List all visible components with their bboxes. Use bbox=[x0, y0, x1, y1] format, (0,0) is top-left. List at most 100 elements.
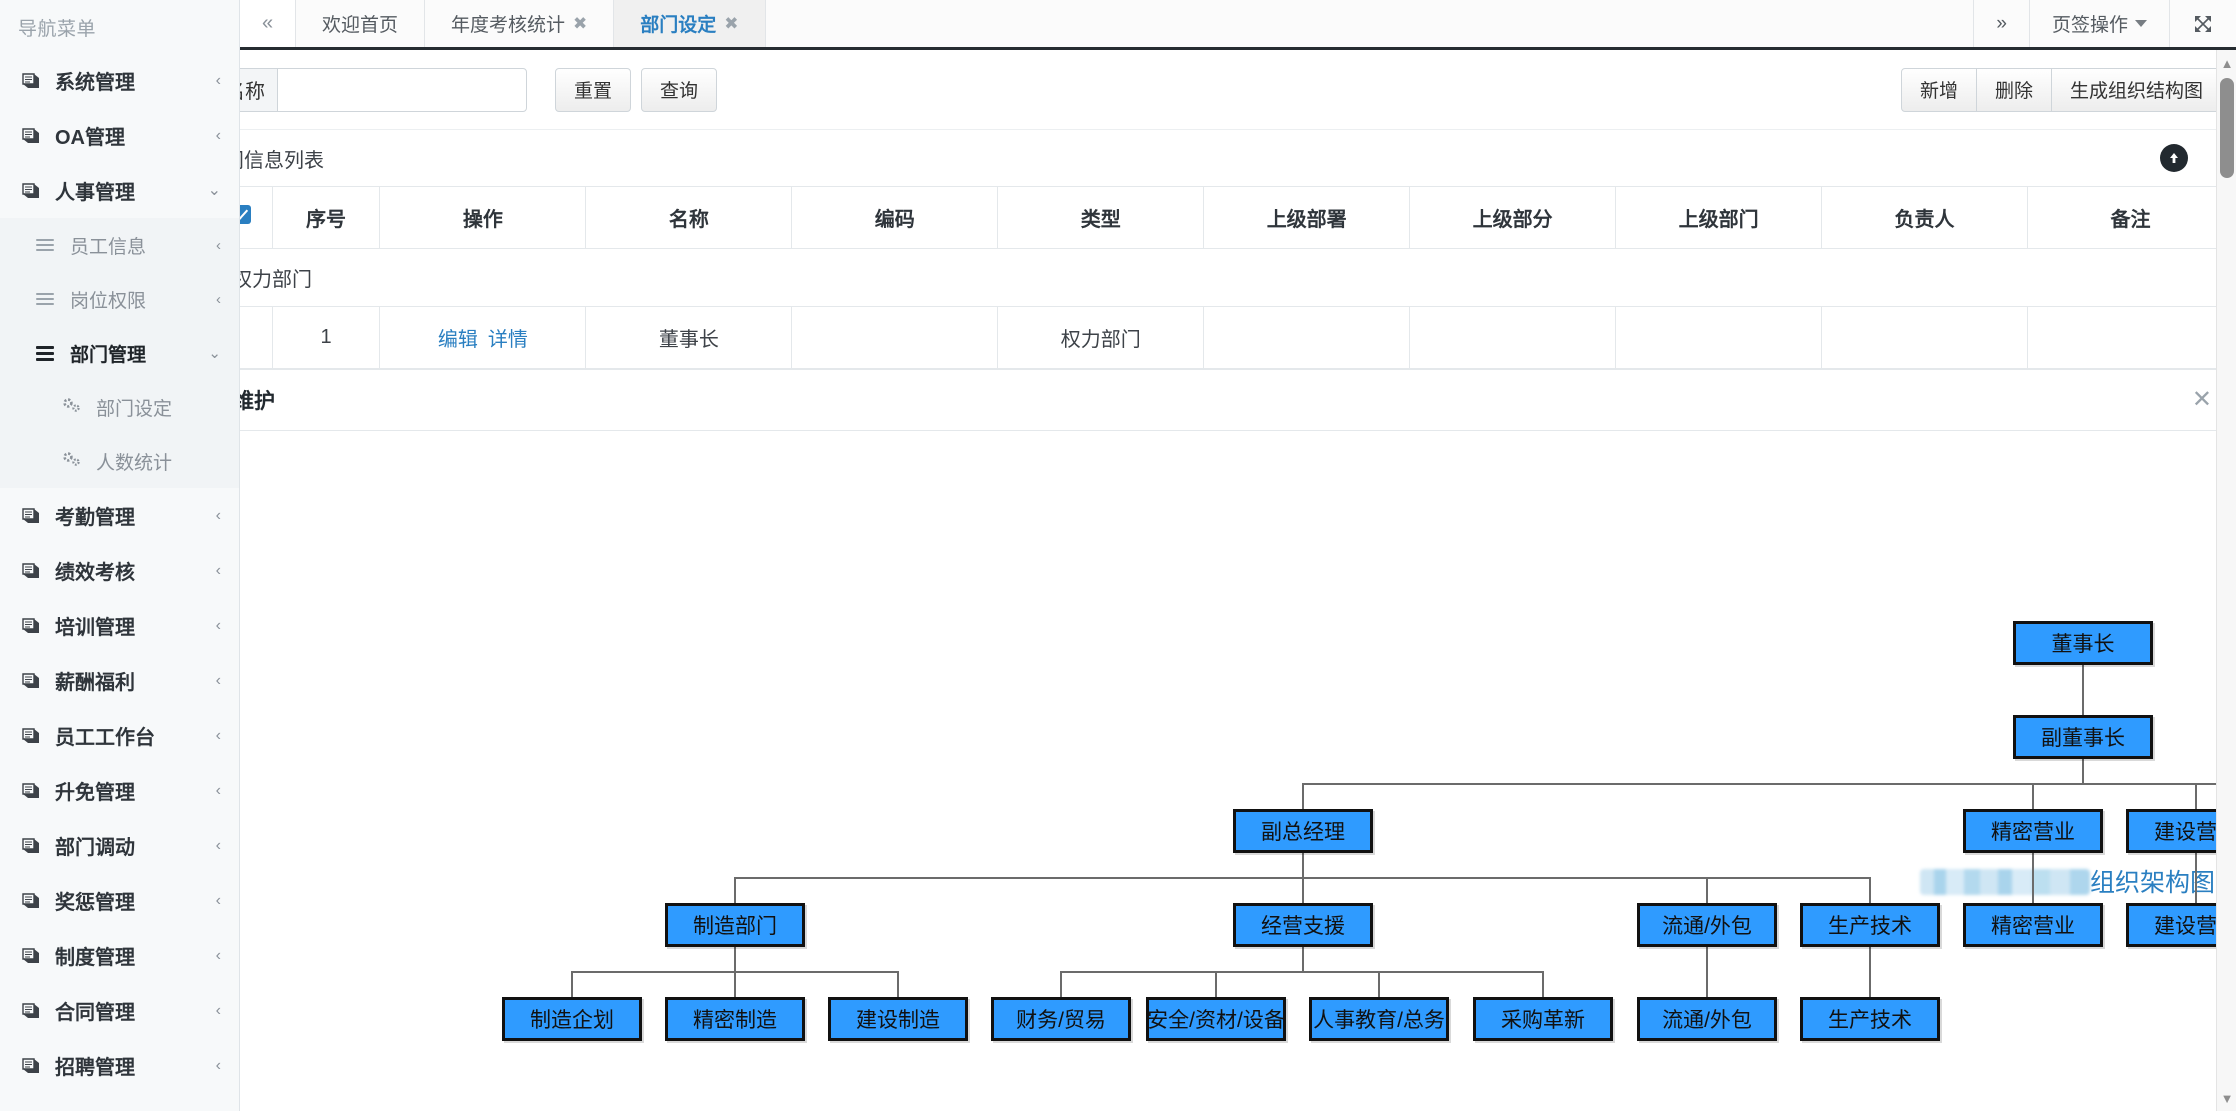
org-node[interactable]: 财务/贸易 bbox=[991, 997, 1131, 1041]
sidebar-item-attendance[interactable]: 考勤管理 ‹ bbox=[0, 488, 239, 543]
chevron-double-right-icon[interactable]: » bbox=[1973, 0, 2029, 47]
sidebar-item-label: 绩效考核 bbox=[55, 562, 135, 584]
tab-list: 欢迎首页 年度考核统计 ✖ 部门设定 ✖ bbox=[296, 0, 1973, 47]
list-icon bbox=[36, 236, 56, 254]
org-node[interactable]: 流通/外包 bbox=[1637, 903, 1777, 947]
org-node[interactable]: 制造部门 bbox=[665, 903, 805, 947]
sidebar-item-employee-workbench[interactable]: 员工工作台 ‹ bbox=[0, 708, 239, 763]
org-node[interactable]: 董事长 bbox=[2013, 621, 2153, 665]
delete-button[interactable]: 删除 bbox=[1975, 67, 2052, 112]
edit-link[interactable]: 编辑 bbox=[437, 329, 478, 351]
sidebar-item-label: 人事管理 bbox=[55, 182, 135, 204]
org-node[interactable]: 制造企划 bbox=[502, 997, 642, 1041]
vertical-scrollbar[interactable]: ▲ ▼ bbox=[2216, 50, 2236, 1111]
sidebar-item-dept-management[interactable]: 部门管理 ⌄ bbox=[0, 326, 239, 380]
org-node[interactable]: 精密制造 bbox=[665, 997, 805, 1041]
sidebar-item-oa[interactable]: OA管理 ‹ bbox=[0, 108, 239, 163]
org-node[interactable]: 副总经理 bbox=[1233, 809, 1373, 853]
reset-button[interactable]: 重置 bbox=[555, 67, 632, 112]
arrow-up-circle-icon[interactable] bbox=[2160, 144, 2188, 172]
detail-link[interactable]: 详情 bbox=[487, 329, 528, 351]
sidebar-item-employee-info[interactable]: 员工信息 ‹ bbox=[0, 218, 239, 272]
org-edge bbox=[734, 877, 736, 903]
col-parent-part: 上级部分 bbox=[1409, 186, 1617, 249]
chevron-left-icon: ‹ bbox=[215, 616, 221, 634]
org-node[interactable]: 副董事长 bbox=[2013, 715, 2153, 759]
chevron-left-icon: ‹ bbox=[215, 836, 221, 854]
panel-title: 息维护 bbox=[240, 390, 275, 413]
dept-table-wrap: 序号 操作 名称 编码 类型 上级部署 上级部分 上级部门 负责人 备注 有效性… bbox=[240, 186, 2236, 369]
tab-dept-setting[interactable]: 部门设定 ✖ bbox=[614, 0, 766, 47]
scroll-up-arrow-icon[interactable]: ▲ bbox=[2220, 55, 2234, 71]
close-icon[interactable]: ✕ bbox=[2191, 386, 2212, 413]
sidebar-item-headcount-stats[interactable]: 人数统计 bbox=[0, 434, 239, 488]
sidebar-item-performance[interactable]: 绩效考核 ‹ bbox=[0, 543, 239, 598]
row-checkbox-cell[interactable] bbox=[240, 306, 273, 369]
sidebar-item-promotion[interactable]: 升免管理 ‹ bbox=[0, 763, 239, 818]
page-ops-dropdown[interactable]: 页签操作 bbox=[2028, 0, 2169, 47]
org-node-label: 副董事长 bbox=[2041, 727, 2125, 750]
org-node-label: 精密营业 bbox=[1991, 821, 2075, 844]
org-edge bbox=[1378, 971, 1380, 997]
fullscreen-icon[interactable] bbox=[2169, 0, 2236, 47]
close-icon[interactable]: ✖ bbox=[573, 13, 588, 33]
org-node-label: 财务/贸易 bbox=[1016, 1009, 1106, 1032]
org-edge bbox=[1302, 783, 1304, 809]
tab-annual-review-stats[interactable]: 年度考核统计 ✖ bbox=[425, 0, 615, 47]
sidebar-item-policy[interactable]: 制度管理 ‹ bbox=[0, 928, 239, 983]
chevron-double-left-icon[interactable]: « bbox=[240, 0, 296, 47]
sidebar-item-training[interactable]: 培训管理 ‹ bbox=[0, 598, 239, 653]
org-edge bbox=[1706, 947, 1708, 971]
sidebar-item-label: 制度管理 bbox=[55, 947, 135, 969]
list-header: 门信息列表 bbox=[240, 130, 2236, 186]
add-button[interactable]: 新增 bbox=[1900, 67, 1977, 112]
sidebar-item-recruitment[interactable]: 招聘管理 ‹ bbox=[0, 1038, 239, 1093]
org-node[interactable]: 建设制造 bbox=[828, 997, 968, 1041]
org-node-label: 生产技术 bbox=[1828, 1009, 1912, 1032]
close-icon[interactable]: ✖ bbox=[724, 13, 739, 33]
org-edge bbox=[2032, 783, 2034, 809]
dept-info-panel-header: 息维护 ✕ bbox=[240, 369, 2236, 431]
generate-org-chart-button[interactable]: 生成组织结构图 bbox=[2050, 67, 2222, 112]
org-node[interactable]: 经营支援 bbox=[1233, 903, 1373, 947]
sidebar-item-compensation[interactable]: 薪酬福利 ‹ bbox=[0, 653, 239, 708]
org-node-label: 生产技术 bbox=[1828, 915, 1912, 938]
org-node[interactable]: 人事教育/总务 bbox=[1309, 997, 1449, 1041]
row-remark bbox=[2027, 306, 2234, 369]
sidebar-item-reward-punishment[interactable]: 奖惩管理 ‹ bbox=[0, 873, 239, 928]
query-button[interactable]: 查询 bbox=[641, 67, 718, 112]
select-all-header[interactable] bbox=[240, 186, 273, 249]
org-node[interactable]: 生产技术 bbox=[1800, 903, 1940, 947]
sidebar-item-dept-transfer[interactable]: 部门调动 ‹ bbox=[0, 818, 239, 873]
org-edge bbox=[2195, 877, 2197, 903]
org-node-label: 采购革新 bbox=[1501, 1009, 1585, 1032]
scrollbar-thumb[interactable] bbox=[2220, 78, 2234, 178]
org-node[interactable]: 安全/资材/设备 bbox=[1146, 997, 1286, 1041]
scroll-down-arrow-icon[interactable]: ▼ bbox=[2220, 1090, 2234, 1106]
sidebar-item-dept-setting[interactable]: 部门设定 bbox=[0, 380, 239, 434]
org-node[interactable]: 精密营业 bbox=[1963, 809, 2103, 853]
org-node[interactable]: 流通/外包 bbox=[1637, 997, 1777, 1041]
org-node-label: 制造企划 bbox=[530, 1009, 614, 1032]
org-edge bbox=[1706, 877, 1708, 903]
tab-welcome[interactable]: 欢迎首页 bbox=[296, 0, 426, 47]
dept-name-input[interactable] bbox=[277, 67, 527, 112]
sidebar-item-post-permission[interactable]: 岗位权限 ‹ bbox=[0, 272, 239, 326]
org-node-label: 精密制造 bbox=[693, 1009, 777, 1032]
chevron-left-icon: ‹ bbox=[216, 236, 221, 254]
org-edge bbox=[1542, 971, 1544, 997]
org-node[interactable]: 生产技术 bbox=[1800, 997, 1940, 1041]
org-edge bbox=[2032, 877, 2034, 903]
org-node[interactable]: 采购革新 bbox=[1473, 997, 1613, 1041]
org-node[interactable]: 精密营业 bbox=[1963, 903, 2103, 947]
sidebar-leaf-label: 部门设定 bbox=[96, 398, 173, 420]
sidebar-item-label: 奖惩管理 bbox=[55, 892, 135, 914]
org-edge bbox=[2082, 665, 2084, 689]
sidebar-item-hr[interactable]: 人事管理 ⌄ bbox=[0, 163, 239, 218]
checkbox-icon[interactable] bbox=[240, 205, 252, 224]
sidebar-item-system[interactable]: 系统管理 ‹ bbox=[0, 53, 239, 108]
org-node-label: 精密营业 bbox=[1991, 915, 2075, 938]
list-title: 门信息列表 bbox=[240, 149, 324, 172]
sidebar-item-contract[interactable]: 合同管理 ‹ bbox=[0, 983, 239, 1038]
